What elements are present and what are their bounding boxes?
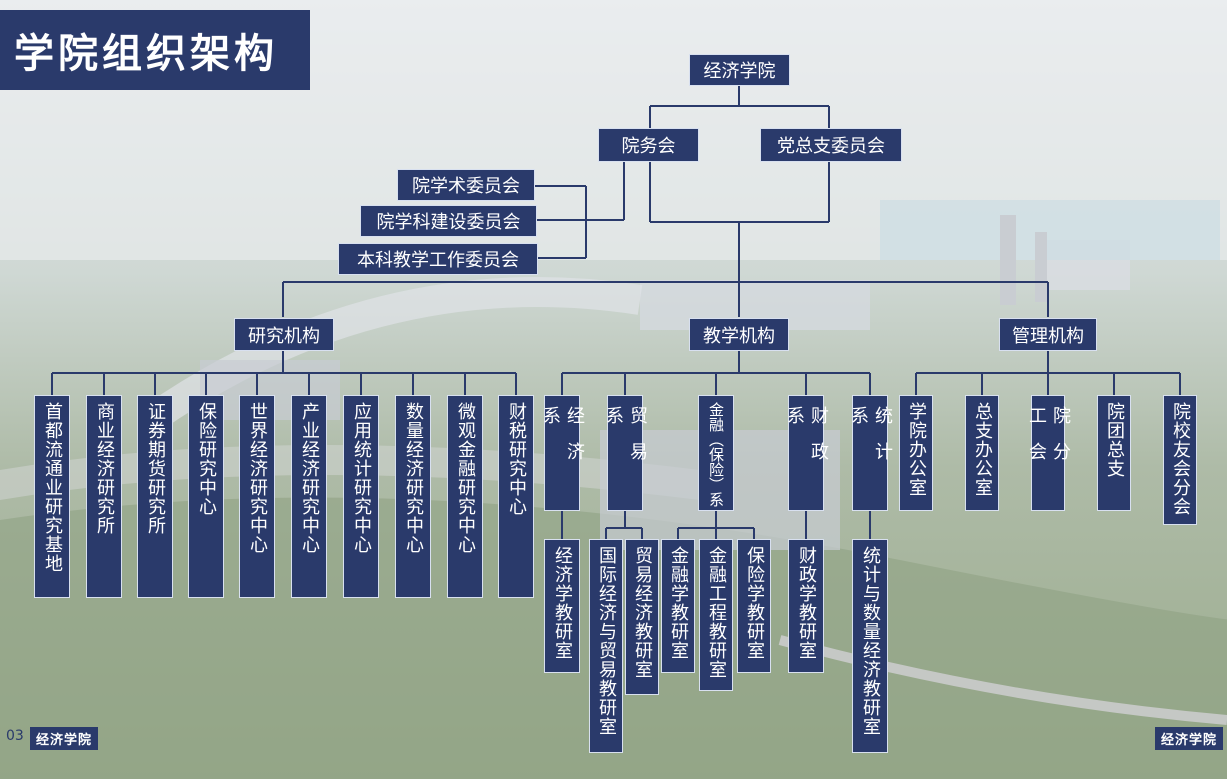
research-node: 首都流通业研究基地 xyxy=(34,395,70,598)
research-node: 财税研究中心 xyxy=(498,395,534,598)
brand-logo-right: 经济学院 xyxy=(1155,727,1224,750)
section-node: 国际经济与贸易教研室 xyxy=(589,539,623,753)
undergrad-committee-node: 本科教学工作委员会 xyxy=(338,243,538,275)
research-head-node: 研究机构 xyxy=(234,318,334,351)
department-node: 金融（保险）系 xyxy=(698,395,734,511)
research-node: 数量经济研究中心 xyxy=(395,395,431,598)
section-node: 金融工程教研室 xyxy=(699,539,733,691)
section-node: 统计与数量经济教研室 xyxy=(852,539,888,753)
research-node: 世界经济研究中心 xyxy=(239,395,275,598)
admin-node: 院校友会分会 xyxy=(1163,395,1197,525)
section-node: 财政学教研室 xyxy=(788,539,824,673)
page-title: 学院组织架构 xyxy=(0,10,310,90)
section-node: 金融学教研室 xyxy=(661,539,695,673)
research-node: 证券期货研究所 xyxy=(137,395,173,598)
research-node: 商业经济研究所 xyxy=(86,395,122,598)
department-node: 贸易系 xyxy=(603,395,648,511)
discipline-committee-node: 院学科建设委员会 xyxy=(360,205,537,237)
research-node: 应用统计研究中心 xyxy=(343,395,379,598)
research-node: 产业经济研究中心 xyxy=(291,395,327,598)
teaching-head-node: 教学机构 xyxy=(689,318,789,351)
section-node: 经济学教研室 xyxy=(544,539,580,673)
root-node: 经济学院 xyxy=(689,54,790,86)
admin-node: 学院办公室 xyxy=(899,395,933,511)
party-committee-node: 党总支委员会 xyxy=(760,128,902,162)
research-node: 微观金融研究中心 xyxy=(447,395,483,598)
academic-committee-node: 院学术委员会 xyxy=(397,169,535,201)
admin-node: 院团总支 xyxy=(1097,395,1131,511)
research-node: 保险研究中心 xyxy=(188,395,224,598)
department-node: 经济系 xyxy=(540,395,585,511)
section-node: 保险学教研室 xyxy=(737,539,771,673)
council-node: 院务会 xyxy=(598,128,699,162)
section-node: 贸易经济教研室 xyxy=(625,539,659,695)
department-node: 统计系 xyxy=(848,395,893,511)
department-node: 财政系 xyxy=(784,395,829,511)
admin-node: 总支办公室 xyxy=(965,395,999,511)
admin-node: 院分工会 xyxy=(1026,395,1071,511)
brand-logo-left: 经济学院 xyxy=(30,727,99,750)
page-number: 03 xyxy=(6,728,24,744)
admin-head-node: 管理机构 xyxy=(999,318,1097,351)
